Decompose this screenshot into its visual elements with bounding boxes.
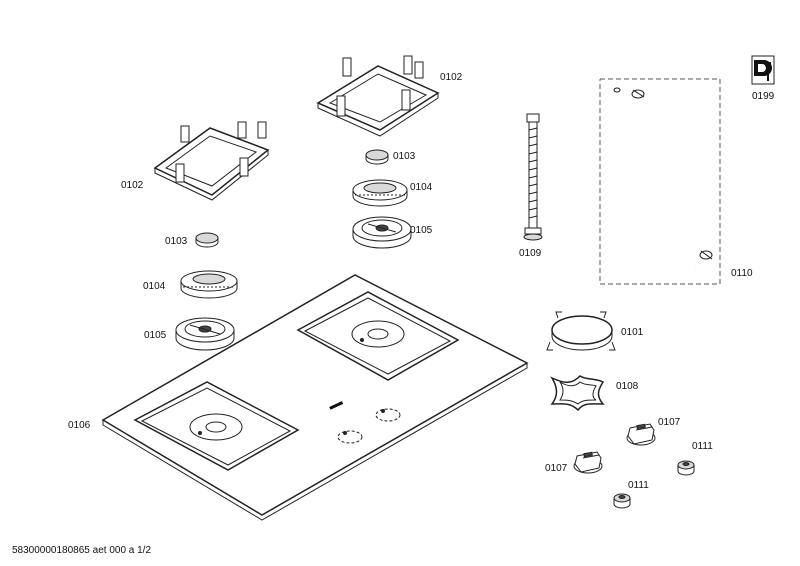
burner-base-top <box>352 216 412 249</box>
burner-ring-top <box>352 179 408 207</box>
label-0107-left: 0107 <box>545 463 568 474</box>
label-0111-right: 0111 <box>692 441 713 452</box>
label-0105-top: 0105 <box>410 225 433 236</box>
simmer-plate <box>550 375 605 412</box>
label-0102-left: 0102 <box>121 180 144 191</box>
label-0104-top: 0104 <box>410 182 433 193</box>
burner-cap-left <box>195 232 219 248</box>
label-0111-left: 0111 <box>628 480 649 491</box>
wrench-icon <box>751 55 775 85</box>
label-0108: 0108 <box>616 381 639 392</box>
label-0102-top: 0102 <box>440 72 463 83</box>
burner-ring-left <box>180 270 238 299</box>
pan-support-grate-left <box>153 121 270 201</box>
label-0103-top: 0103 <box>393 151 416 162</box>
burner-base-left <box>175 317 235 351</box>
gas-connector <box>523 113 543 241</box>
gas-hose-kit <box>599 78 721 285</box>
label-0109: 0109 <box>519 248 542 259</box>
label-0105-left: 0105 <box>144 330 167 341</box>
control-knob-right <box>626 423 656 446</box>
label-0106: 0106 <box>68 420 91 431</box>
control-knob-left <box>573 451 603 474</box>
label-0107-right: 0107 <box>658 417 681 428</box>
label-0104-left: 0104 <box>143 281 166 292</box>
gas-nozzle-left <box>613 493 631 509</box>
document-id: 58300000180865 aet 000 a 1/2 <box>12 545 151 556</box>
label-0103-left: 0103 <box>165 236 188 247</box>
pan-support-grate-top <box>316 55 440 137</box>
wok-ring-support <box>546 311 616 351</box>
label-0101: 0101 <box>621 327 644 338</box>
label-0110: 0110 <box>731 268 753 279</box>
gas-nozzle-right <box>677 460 695 476</box>
cooktop-panel <box>101 274 529 521</box>
burner-cap-top <box>365 149 389 165</box>
label-0199: 0199 <box>752 91 775 102</box>
